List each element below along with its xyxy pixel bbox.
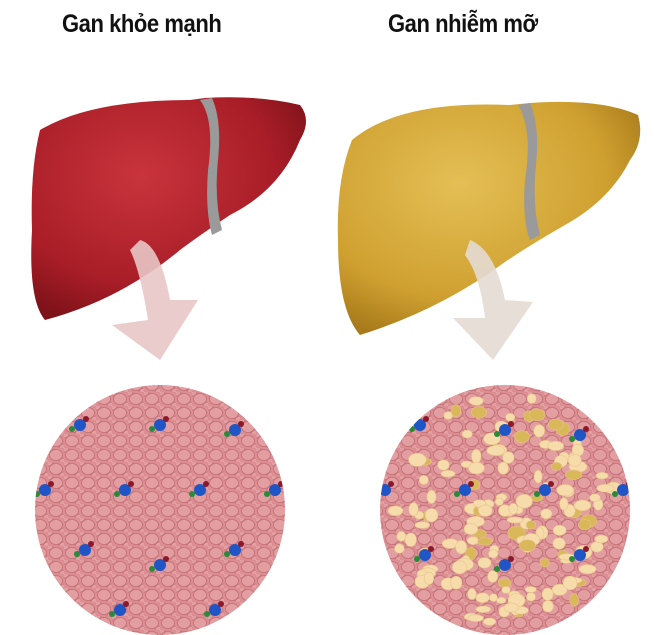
arrow-down-icon bbox=[112, 240, 198, 360]
nucleus bbox=[539, 484, 551, 496]
nucleus bbox=[194, 484, 206, 496]
nucleus bbox=[459, 484, 471, 496]
nucleus bbox=[154, 419, 166, 431]
nucleus bbox=[499, 424, 511, 436]
nucleus bbox=[39, 484, 51, 496]
nucleus bbox=[209, 604, 221, 616]
nucleus bbox=[617, 484, 629, 496]
healthy-tissue bbox=[35, 385, 285, 635]
nucleus bbox=[574, 429, 586, 441]
nucleus bbox=[269, 484, 281, 496]
healthy-liver-title: Gan khỏe mạnh bbox=[62, 10, 222, 38]
nucleus bbox=[229, 424, 241, 436]
nucleus bbox=[419, 549, 431, 561]
nucleus bbox=[79, 544, 91, 556]
nucleus bbox=[74, 419, 86, 431]
nucleus bbox=[154, 559, 166, 571]
healthy-liver bbox=[31, 97, 306, 320]
nucleus bbox=[119, 484, 131, 496]
fatty-liver-title: Gan nhiễm mỡ bbox=[388, 10, 538, 38]
nucleus bbox=[499, 559, 511, 571]
nucleus bbox=[574, 549, 586, 561]
nucleus bbox=[229, 544, 241, 556]
fatty-tissue bbox=[380, 385, 630, 635]
fatty-liver bbox=[337, 101, 641, 335]
nucleus bbox=[414, 419, 426, 431]
arrow-down-icon bbox=[453, 240, 533, 360]
nucleus bbox=[114, 604, 126, 616]
